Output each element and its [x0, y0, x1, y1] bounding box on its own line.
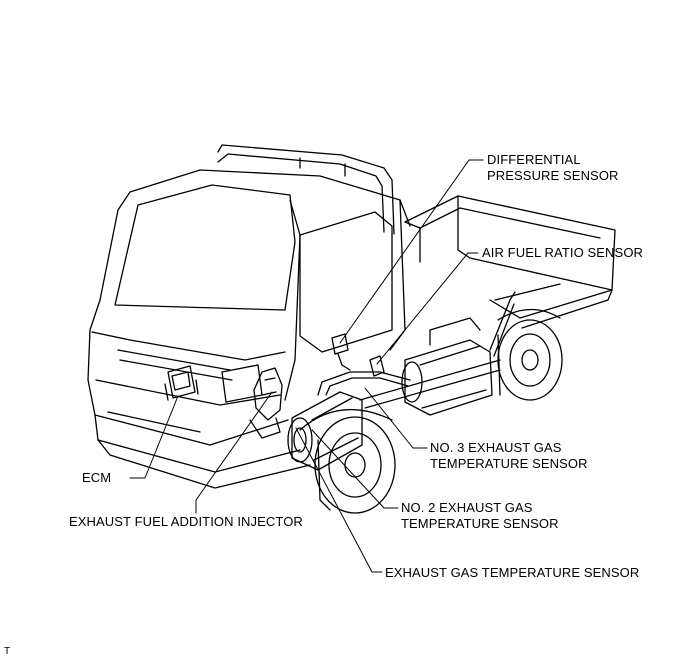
- label-line: NO. 3 EXHAUST GAS: [430, 440, 562, 455]
- label-exhaust-fuel-addition-injector: EXHAUST FUEL ADDITION INJECTOR: [69, 514, 303, 530]
- label-no3-exhaust-gas-temperature-sensor: NO. 3 EXHAUST GAS TEMPERATURE SENSOR: [430, 440, 588, 472]
- exhaust-system: [287, 291, 516, 471]
- leader-lines: [129, 159, 484, 573]
- label-differential-pressure-sensor: DIFFERENTIAL PRESSURE SENSOR: [487, 152, 619, 184]
- label-ecm: ECM: [82, 470, 111, 486]
- label-no2-exhaust-gas-temperature-sensor: NO. 2 EXHAUST GAS TEMPERATURE SENSOR: [401, 500, 559, 532]
- exhaust-fuel-addition-injector: [249, 367, 283, 439]
- differential-pressure-sensor: [331, 333, 351, 371]
- wheels: [299, 308, 563, 514]
- label-line: TEMPERATURE SENSOR: [401, 516, 559, 531]
- label-line: DIFFERENTIAL: [487, 152, 581, 167]
- label-line: TEMPERATURE SENSOR: [430, 456, 588, 471]
- label-line: EXHAUST GAS TEMPERATURE SENSOR: [385, 565, 640, 580]
- cargo-bed: [404, 195, 616, 329]
- air-fuel-ratio-sensor: [369, 355, 385, 377]
- label-line: ECM: [82, 470, 112, 485]
- label-line: AIR FUEL RATIO SENSOR: [482, 245, 644, 260]
- figure-code: T: [4, 646, 11, 657]
- truck-cab: [87, 144, 411, 489]
- label-line: NO. 2 EXHAUST GAS: [401, 500, 533, 515]
- label-line: PRESSURE SENSOR: [487, 168, 619, 183]
- ecm-unit: [164, 365, 199, 401]
- label-exhaust-gas-temperature-sensor: EXHAUST GAS TEMPERATURE SENSOR: [385, 565, 639, 581]
- label-line: EXHAUST FUEL ADDITION INJECTOR: [69, 514, 303, 529]
- label-air-fuel-ratio-sensor: AIR FUEL RATIO SENSOR: [482, 245, 643, 261]
